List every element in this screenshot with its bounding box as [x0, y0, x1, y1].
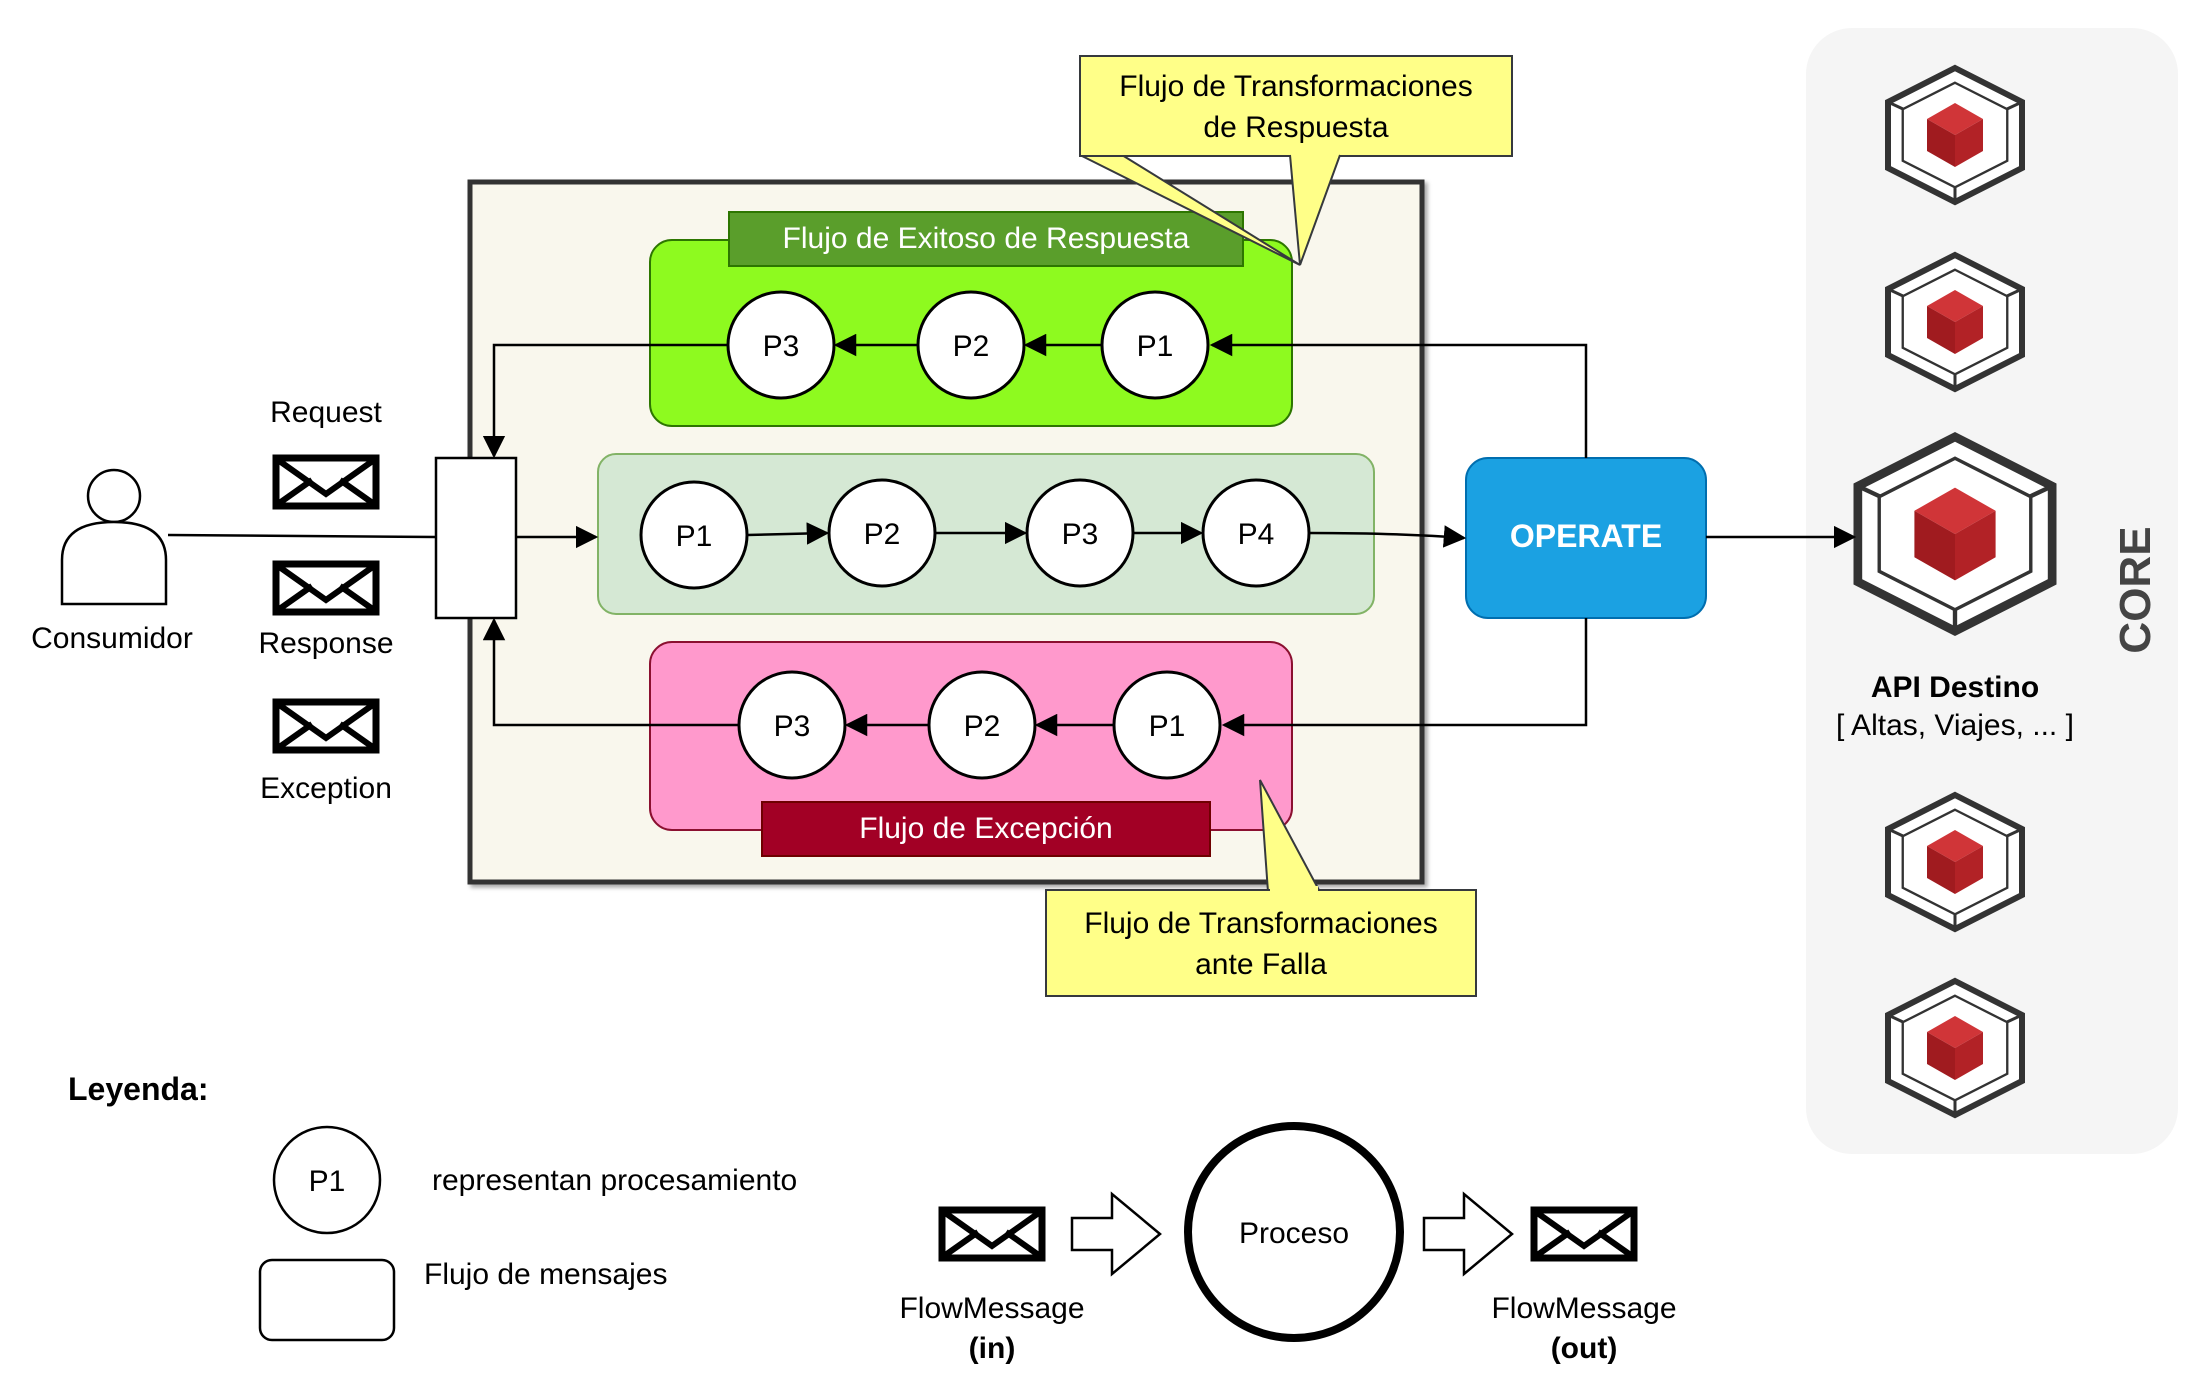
- consumer-label: Consumidor: [31, 622, 193, 655]
- success-node-label: P1: [1137, 330, 1174, 363]
- legend-msg-in-tag: (in): [969, 1332, 1016, 1365]
- legend-process-node: [1184, 1122, 1404, 1342]
- legend-circle-label: P1: [309, 1165, 346, 1198]
- request-label: Request: [270, 396, 382, 429]
- consumer: Consumidor: [31, 468, 193, 655]
- legend-msg-in: FlowMessage: [899, 1292, 1084, 1325]
- exception-node-label: P1: [1149, 710, 1186, 743]
- legend-circle-text: representan procesamiento: [432, 1164, 797, 1197]
- response-label: Response: [258, 627, 393, 660]
- legend: Leyenda: P1 representan procesamiento Fl…: [68, 1071, 1677, 1365]
- operate-block: OPERATE: [1465, 457, 1707, 619]
- exception-label: Exception: [260, 772, 392, 805]
- success-flow-title: Flujo de Exitoso de Respuesta: [783, 222, 1190, 255]
- success-node-label: P3: [763, 330, 800, 363]
- request-envelope-icon: [276, 458, 376, 506]
- request-node-label: P3: [1062, 518, 1099, 551]
- exception-envelope-icon: [276, 702, 376, 750]
- exception-node-label: P2: [964, 710, 1001, 743]
- exception-node-label: P3: [774, 710, 811, 743]
- legend-process-label: Proceso: [1239, 1217, 1349, 1250]
- response-envelope-icon: [276, 564, 376, 612]
- request-node-label: P2: [864, 518, 901, 551]
- consumer-user-body-icon: [60, 520, 168, 606]
- request-node-label: P1: [676, 520, 713, 553]
- operate-label: OPERATE: [1510, 518, 1662, 554]
- message-types: Request Response Exception: [258, 396, 393, 805]
- connectors: [167, 333, 1857, 737]
- legend-rect-text: Flujo de mensajes: [424, 1258, 667, 1291]
- success-node-label: P2: [953, 330, 990, 363]
- legend-arrow-out-icon: [1422, 1191, 1514, 1277]
- legend-msg-out-tag: (out): [1551, 1332, 1618, 1365]
- consumer-user-icon: [86, 468, 142, 524]
- request-node-label: P4: [1238, 518, 1275, 551]
- api-destino-title: API Destino: [1871, 671, 2039, 704]
- legend-process-circle: [272, 1125, 382, 1235]
- callout-failure-transform: Flujo de Transformaciones ante Falla: [1045, 779, 1477, 997]
- api-destino-subtitle: [ Altas, Viajes, ... ]: [1836, 709, 2074, 742]
- success-flow: Flujo de Exitoso de Respuesta P3 P2 P1: [649, 211, 1293, 427]
- core-panel: CORE API Destino [ Altas, Viajes, ... ]: [1806, 28, 2178, 1154]
- callout-response-line2: de Respuesta: [1203, 111, 1388, 144]
- exception-flow-title: Flujo de Excepción: [859, 812, 1112, 845]
- callout-response-line1: Flujo de Transformaciones: [1119, 70, 1473, 103]
- legend-title: Leyenda:: [68, 1071, 208, 1107]
- exception-flow: Flujo de Excepción P3 P2 P1: [649, 641, 1293, 857]
- callout-failure-line2: ante Falla: [1195, 948, 1327, 981]
- flowmessage-out-envelope-icon: [1534, 1210, 1634, 1258]
- legend-flow-rect: [258, 1258, 396, 1342]
- legend-arrow-in-icon: [1070, 1191, 1162, 1277]
- flowmessage-in-envelope-icon: [942, 1210, 1042, 1258]
- core-label: CORE: [2111, 526, 2160, 653]
- callout-response-transform: Flujo de Transformaciones de Respuesta: [1079, 55, 1513, 266]
- callout-failure-line1: Flujo de Transformaciones: [1084, 907, 1438, 940]
- message-router: [434, 456, 518, 620]
- legend-msg-out: FlowMessage: [1491, 1292, 1676, 1325]
- request-flow: P1 P2 P3 P4: [597, 453, 1375, 615]
